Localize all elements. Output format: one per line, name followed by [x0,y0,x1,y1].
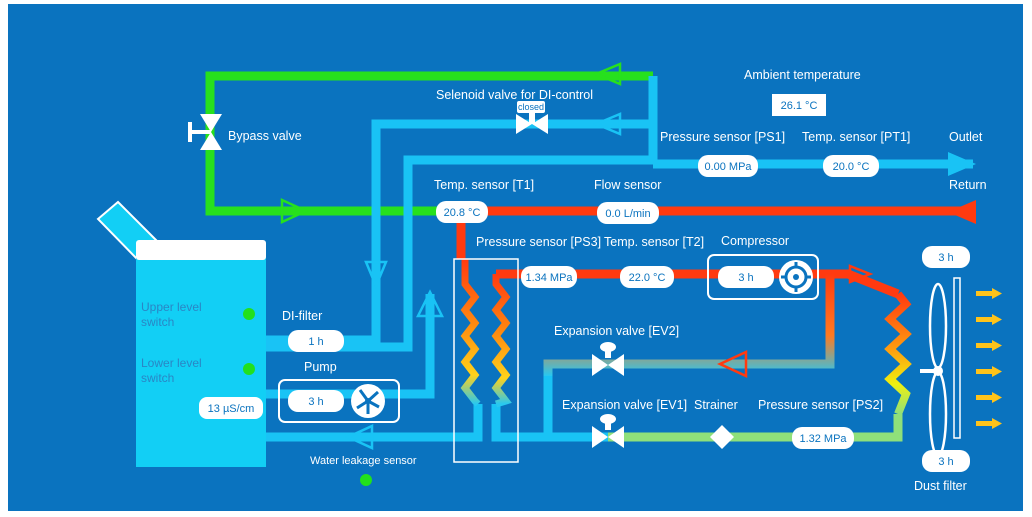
water-leakage-indicator [360,474,372,486]
expansion-valve-ev2-icon[interactable] [592,342,624,376]
upper-level-indicator [243,308,255,320]
pump-unit[interactable]: 3 h [278,379,400,423]
tank-return-pipe [266,404,483,442]
heat-exchanger-coil-2 [491,274,512,408]
pump-fan-icon [351,384,385,418]
conductivity-value: 13 µS/cm [199,397,263,419]
flow-arrow-compressor [848,264,874,284]
dust-filter-icon [953,277,961,439]
conductivity-text: 13 µS/cm [208,403,255,415]
dust-filter-hours: 3 h [922,450,970,472]
strainer-label: Strainer [694,398,738,412]
flow-sensor-label: Flow sensor [594,178,661,192]
t1-text: 20.8 °C [444,207,481,219]
flow-arrow-bypass-top [592,62,622,86]
ambient-temperature-text: 26.1 °C [781,100,818,112]
pt1-text: 20.0 °C [833,161,870,173]
heat-exchanger-frame [453,258,519,463]
ambient-temperature-label: Ambient temperature [744,68,861,82]
heat-exchanger-coil-1 [460,259,481,407]
compressor-unit[interactable]: 3 h [707,254,819,300]
pump-hours: 3 h [308,396,323,408]
solenoid-valve-label: Selenoid valve for DI-control [436,88,593,102]
flow-arrow-di-down [364,260,388,290]
solenoid-state: closed [518,102,544,112]
pt1-label: Temp. sensor [PT1] [802,130,910,144]
outlet-label: Outlet [949,130,983,144]
svg-text:switch: switch [141,371,174,385]
bypass-valve-icon[interactable] [188,114,222,150]
hx-outlet-pipe [491,404,608,442]
strainer-icon [710,425,734,449]
water-tank: Upper level switch Lower level switch [96,200,266,467]
flow-value: 0.0 L/min [597,202,659,224]
expansion-valve-ev1-icon[interactable] [592,414,624,448]
ambient-temperature-value: 26.1 °C [772,94,826,116]
t1-label: Temp. sensor [T1] [434,178,534,192]
ev2-label: Expansion valve [EV2] [554,324,679,338]
svg-text:switch: switch [141,315,174,329]
ps1-label: Pressure sensor [PS1] [660,130,785,144]
ps3-label: Pressure sensor [PS3] [476,235,601,249]
di-filter-hours: 1 h [288,330,344,352]
ev1-label: Expansion valve [EV1] [562,398,687,412]
upper-level-switch-label: Upper level [141,300,202,314]
ev2-line [543,274,835,376]
refrigerant-hot-pipe [496,269,900,299]
lower-level-indicator [243,363,255,375]
compressor-hours: 3 h [738,272,753,284]
lower-level-switch-label: Lower level [141,356,202,370]
condenser-fan-icon[interactable] [920,282,948,458]
fan-top-hours: 3 h [922,246,970,268]
water-pipe-main [266,76,658,352]
bypass-valve-label: Bypass valve [228,129,302,143]
cooling-scheme-panel: Upper level switch Lower level switch cl… [8,4,1023,511]
flow-arrow-bypass-bottom [280,198,310,224]
t2-label: Temp. sensor [T2] [604,235,704,249]
ps2-label: Pressure sensor [PS2] [758,398,883,412]
compressor-label: Compressor [721,234,789,248]
fan-top-hours-text: 3 h [938,252,953,264]
ps3-value: 1.34 MPa [521,266,577,288]
pump-label: Pump [304,360,337,374]
dust-filter-label: Dust filter [914,479,967,493]
ps2-text: 1.32 MPa [799,433,847,445]
flow-arrow-di [592,112,622,136]
t2-value: 22.0 °C [620,266,674,288]
solenoid-valve-icon[interactable]: closed [516,101,548,134]
di-filter-hours-text: 1 h [308,336,323,348]
flow-arrow-pump-up [415,289,445,318]
condenser-coil [884,291,912,416]
flow-arrow-ev2 [717,350,748,378]
return-label: Return [949,178,987,192]
compressor-icon [779,260,813,294]
cooling-circuit-diagram: Upper level switch Lower level switch cl… [96,62,1002,493]
water-leakage-label: Water leakage sensor [310,455,417,467]
ps2-value: 1.32 MPa [792,427,854,449]
flow-text: 0.0 L/min [605,208,650,220]
t1-value: 20.8 °C [436,201,488,223]
flow-arrow-tank-return [344,424,374,450]
fan-airflow-arrows [976,288,1002,429]
refrigerant-cool-pipe [608,414,903,442]
ps1-text: 0.00 MPa [704,161,752,173]
return-arrow [948,200,976,224]
ps3-text: 1.34 MPa [525,272,573,284]
outlet-arrow [948,152,976,176]
t2-text: 22.0 °C [629,272,666,284]
ps1-value: 0.00 MPa [698,155,758,177]
di-filter-label: DI-filter [282,309,322,323]
pt1-value: 20.0 °C [823,155,879,177]
dust-filter-hours-text: 3 h [938,456,953,468]
